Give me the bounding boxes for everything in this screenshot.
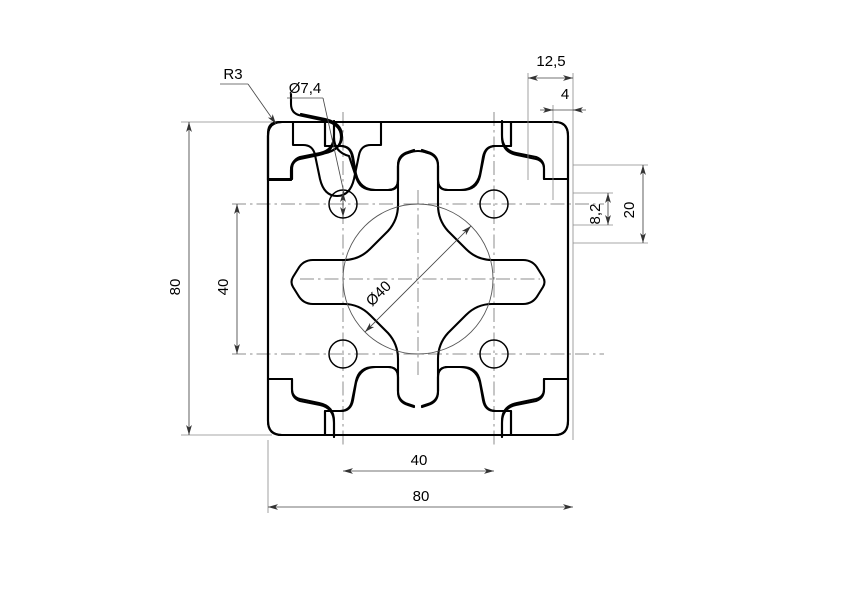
- profile-top-right-segment: [509, 120, 570, 181]
- profile-right-slot: [500, 119, 570, 439]
- dimension-width-40: 40: [343, 452, 494, 474]
- dim-125-text: 12,5: [536, 53, 565, 70]
- contour-bottom-slot: [323, 365, 513, 437]
- contour-tr-corner: [500, 119, 570, 181]
- dim-40h-text: 40: [411, 452, 428, 469]
- leader-bore-diameter: Ø7,4: [287, 80, 346, 217]
- dimension-width-80: 80: [267, 440, 573, 513]
- dim-d40-line: [364, 225, 472, 333]
- dim-82-text: 8,2: [587, 204, 604, 225]
- profile-geometry: [266, 92, 343, 182]
- dimension-slot-depth-125: 12,5: [527, 53, 574, 440]
- core-circle-group: [342, 203, 494, 355]
- contour-right-lower-slot: [500, 377, 570, 439]
- dimension-height-80: 80: [167, 121, 272, 436]
- leader-d74-slant: [322, 97, 345, 194]
- contour-top-slot: [323, 120, 513, 192]
- dim-d40-text: Ø40: [363, 278, 395, 310]
- contour-left-edge: [266, 177, 327, 437]
- profile-bottom-right-segment: [509, 377, 570, 437]
- profile-bottom-left-segment: [266, 377, 327, 437]
- bolt-hole-top-right: [479, 189, 509, 219]
- contour-tl-corner: [266, 119, 409, 192]
- profile-edge-top: [266, 120, 284, 181]
- leader-r3-slant: [247, 83, 277, 125]
- dim-4-text: 4: [561, 86, 569, 103]
- dimension-slot-inner-82: 8,2: [573, 192, 613, 226]
- bolt-hole-bottom-left: [328, 339, 358, 369]
- contour-right-edge: [509, 177, 570, 437]
- profile-main-contour: [266, 92, 343, 182]
- dim-80v-text: 80: [167, 279, 184, 296]
- bolt-holes-group: [328, 189, 509, 369]
- dim-r3-text: R3: [223, 66, 242, 83]
- dim-d74-text: Ø7,4: [289, 80, 322, 97]
- dim-20-text: 20: [621, 202, 638, 219]
- dimension-slot-mouth-4: 4: [540, 86, 586, 200]
- leader-r3: R3: [220, 66, 277, 125]
- contour-left-lower-slot: [266, 377, 336, 439]
- dimension-slot-total-20: 20: [573, 164, 648, 244]
- core-reference-circle: [342, 203, 494, 355]
- dim-80h-text: 80: [413, 488, 430, 505]
- dim-40v-text: 40: [215, 279, 232, 296]
- bolt-hole-bottom-right: [479, 339, 509, 369]
- dimension-height-40: 40: [215, 204, 240, 354]
